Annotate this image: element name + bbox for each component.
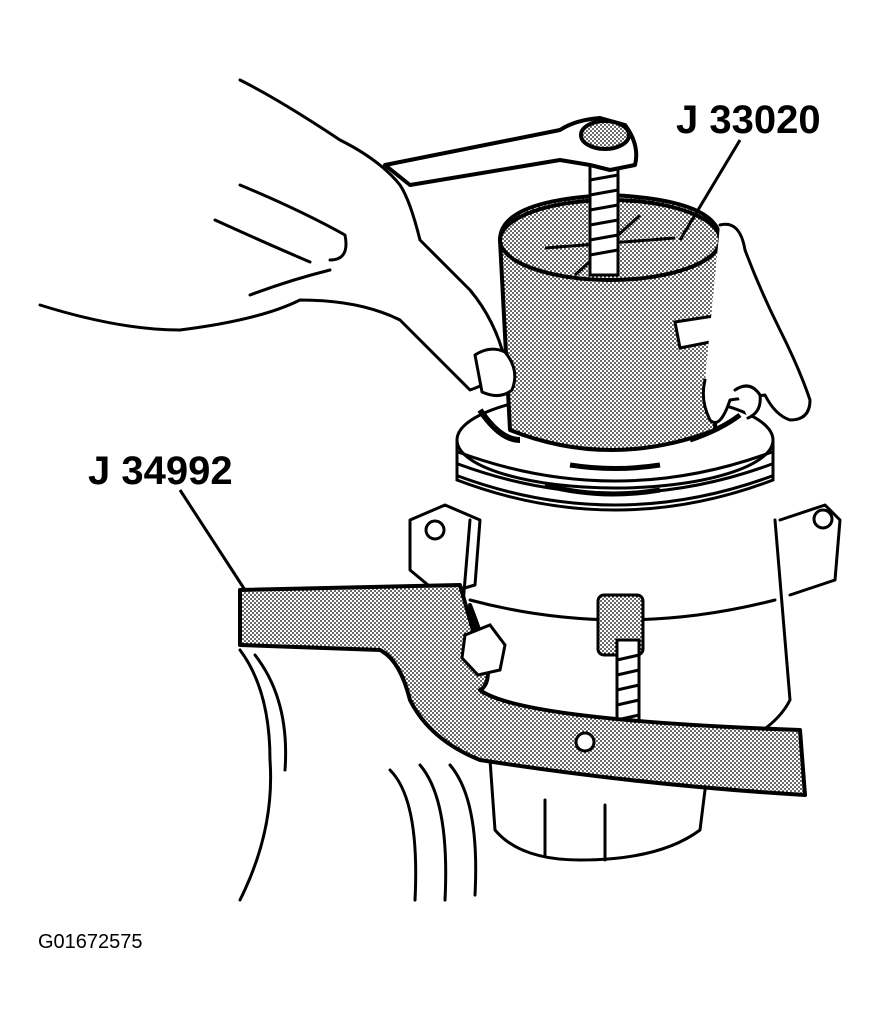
compressor-body [238, 503, 842, 902]
leader-lines [178, 139, 742, 591]
holding-fixture-bar [238, 583, 807, 797]
callout-j34992: J 34992 [88, 449, 233, 493]
forcing-screw [588, 163, 620, 277]
technician-hands [38, 78, 812, 424]
callout-j33020: J 33020 [676, 98, 821, 142]
leader-j33020 [678, 139, 742, 241]
wrench [383, 116, 639, 187]
figure-id: G01672575 [38, 931, 143, 953]
leader-j34992 [178, 489, 247, 591]
